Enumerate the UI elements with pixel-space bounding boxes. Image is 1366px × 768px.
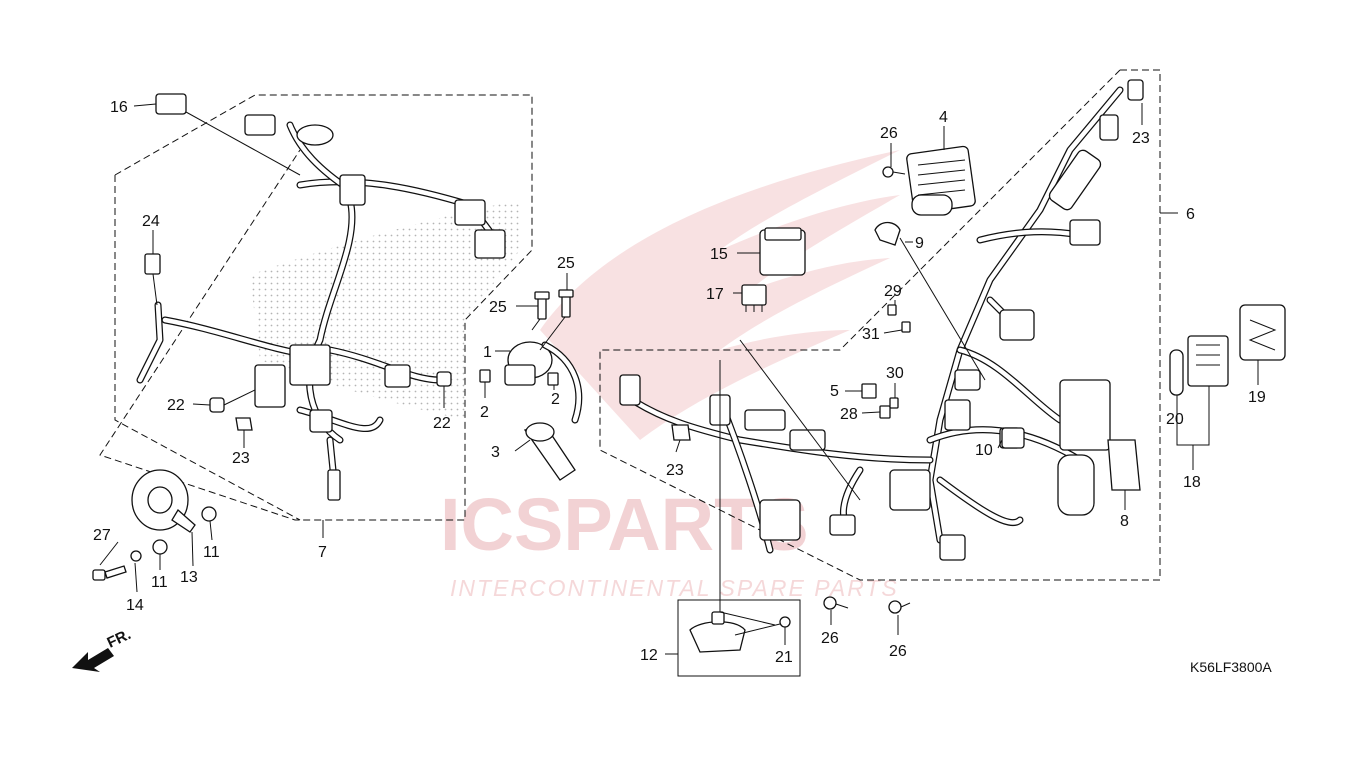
part-19-fuse-cover bbox=[1239, 304, 1286, 361]
part-4-regulator bbox=[906, 145, 976, 216]
direction-label: FR. bbox=[105, 626, 134, 652]
callout-12: 12 bbox=[640, 647, 658, 664]
callout-10: 10 bbox=[975, 442, 993, 459]
arrow-left-down-icon bbox=[72, 648, 114, 672]
part-5-terminal bbox=[861, 383, 877, 399]
sub-harness-7 bbox=[161, 114, 506, 501]
diagram-code: K56LF3800A bbox=[1190, 659, 1272, 675]
part-16-connector bbox=[155, 93, 187, 115]
part-2-clip bbox=[479, 369, 559, 386]
callout-1: 1 bbox=[483, 344, 492, 361]
callout-8: 8 bbox=[1120, 513, 1129, 530]
direction-marker: FR. bbox=[72, 626, 134, 672]
part-24-clip bbox=[144, 253, 161, 275]
callout-28: 28 bbox=[840, 406, 858, 423]
callout-5: 5 bbox=[830, 383, 839, 400]
callout-2: 2 bbox=[480, 404, 489, 421]
callout-7: 7 bbox=[318, 544, 327, 561]
callout-23: 23 bbox=[232, 450, 250, 467]
callout-23: 23 bbox=[666, 462, 684, 479]
watermark-brand: ICSPARTS bbox=[440, 483, 809, 566]
part-9-clamp bbox=[874, 221, 901, 246]
part-25-bolt bbox=[534, 289, 574, 320]
part-22-grommet bbox=[209, 397, 225, 413]
callout-27: 27 bbox=[93, 527, 111, 544]
callout-26: 26 bbox=[821, 630, 839, 647]
main-harness-frame bbox=[599, 69, 1161, 581]
callout-4: 4 bbox=[939, 109, 948, 126]
part-28-terminal bbox=[879, 405, 891, 419]
callout-19: 19 bbox=[1248, 389, 1266, 406]
callout-22: 22 bbox=[433, 415, 451, 432]
part-10-connector bbox=[1001, 427, 1025, 449]
callout-labels: 1 2 2 3 4 5 6 7 8 9 10 11 11 12 13 14 15… bbox=[93, 99, 1266, 666]
callout-11: 11 bbox=[151, 574, 168, 591]
callout-17: 17 bbox=[706, 286, 724, 303]
callout-14: 14 bbox=[126, 597, 144, 614]
part-3-boot bbox=[523, 422, 576, 481]
part-31-terminal bbox=[901, 321, 911, 333]
callout-30: 30 bbox=[886, 365, 904, 382]
callout-26: 26 bbox=[889, 643, 907, 660]
part-8-cover bbox=[1107, 439, 1141, 491]
callout-3: 3 bbox=[491, 444, 500, 461]
callout-18: 18 bbox=[1183, 474, 1201, 491]
part-14-washer bbox=[130, 550, 142, 562]
callout-25: 25 bbox=[489, 299, 507, 316]
callout-11: 11 bbox=[203, 544, 220, 561]
callout-26: 26 bbox=[880, 125, 898, 142]
callout-29: 29 bbox=[884, 283, 902, 300]
leader-lines bbox=[99, 103, 1259, 655]
callout-25: 25 bbox=[557, 255, 575, 272]
callout-16: 16 bbox=[110, 99, 128, 116]
callout-6: 6 bbox=[1186, 206, 1195, 223]
part-18-fuse-box bbox=[1187, 335, 1229, 387]
part-26-bolt bbox=[823, 166, 911, 614]
part-13-horn bbox=[131, 469, 196, 533]
callout-20: 20 bbox=[1166, 411, 1184, 428]
part-12-frame bbox=[677, 599, 801, 677]
part-29-terminal bbox=[887, 304, 897, 316]
part-23-clip bbox=[671, 424, 691, 441]
callout-24: 24 bbox=[142, 213, 160, 230]
callout-2: 2 bbox=[551, 391, 560, 408]
part-20-seal bbox=[1169, 349, 1184, 396]
part-17-relay bbox=[741, 284, 767, 312]
part-30-terminal bbox=[889, 397, 899, 409]
callout-23: 23 bbox=[1132, 130, 1150, 147]
left-harness-frame bbox=[99, 94, 533, 521]
part-22-grommet bbox=[436, 371, 452, 387]
callout-15: 15 bbox=[710, 246, 728, 263]
part-11-washer bbox=[152, 506, 217, 555]
watermark: ICSPARTS INTERCONTINENTAL SPARE PARTS bbox=[440, 150, 900, 601]
callout-31: 31 bbox=[862, 326, 880, 343]
part-1-switch bbox=[504, 341, 583, 424]
part-12-sensor bbox=[689, 611, 791, 653]
part-15-relay bbox=[759, 227, 806, 276]
watermark-tagline: INTERCONTINENTAL SPARE PARTS bbox=[450, 575, 899, 601]
callout-22: 22 bbox=[167, 397, 185, 414]
part-27-bolt bbox=[92, 565, 127, 581]
callout-13: 13 bbox=[180, 569, 198, 586]
part-23-clip bbox=[235, 417, 253, 431]
callout-21: 21 bbox=[775, 649, 793, 666]
callout-9: 9 bbox=[915, 235, 924, 252]
watermark-wing-icon bbox=[540, 150, 900, 440]
